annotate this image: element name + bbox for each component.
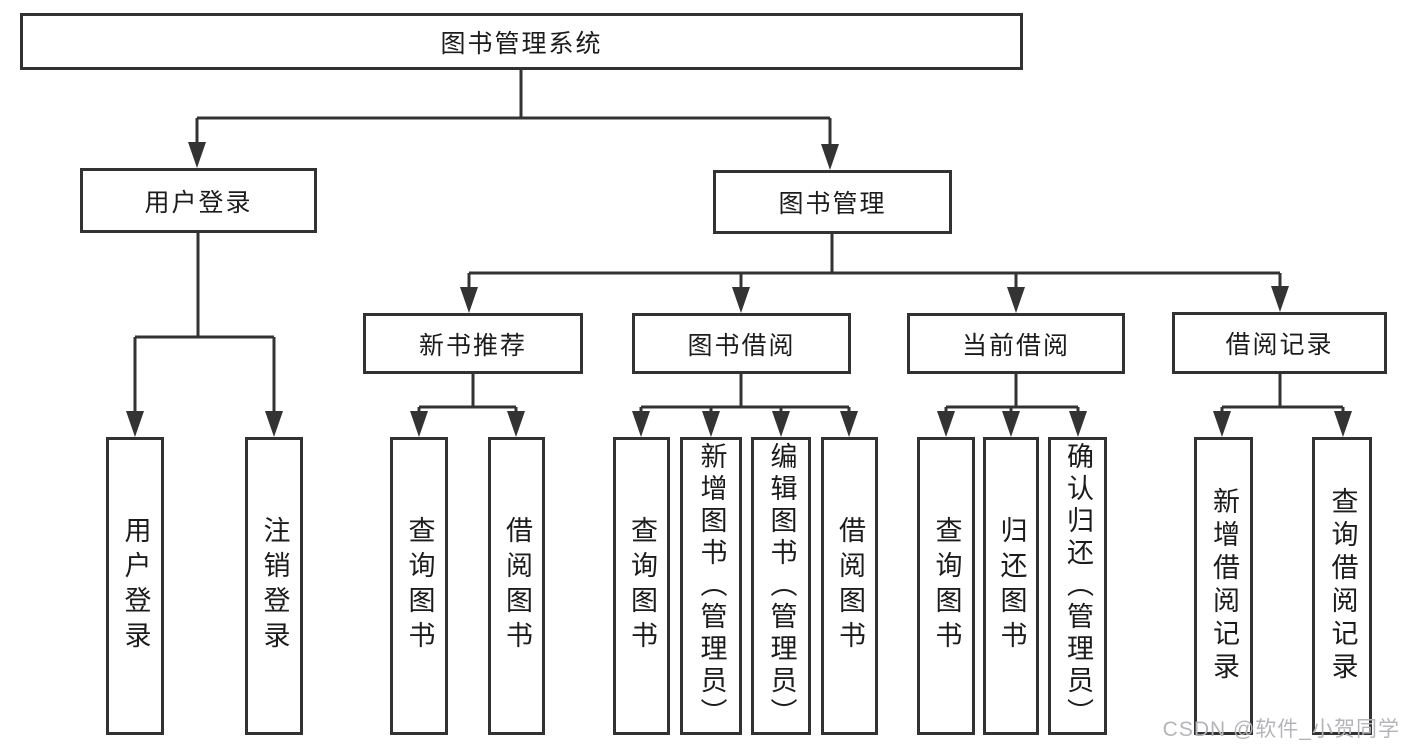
arrowheads [126, 142, 1352, 437]
node-book-management: 图书管理 [713, 170, 952, 234]
leaf-query-books-recommend: 查询图书 [390, 437, 448, 735]
leaf-confirm-return-admin: 确认归还（管理员） [1048, 437, 1107, 735]
node-library-management-system: 图书管理系统 [20, 13, 1023, 70]
node-borrow-records: 借阅记录 [1172, 312, 1387, 374]
leaf-edit-book-admin: 编辑图书（管理员） [751, 437, 811, 735]
csdn-watermark: CSDN @软件_小贺同学 [1162, 718, 1400, 741]
node-user-login: 用户登录 [80, 168, 317, 233]
leaf-borrow-books-borrow: 借阅图书 [821, 437, 878, 735]
node-book-borrow: 图书借阅 [632, 313, 851, 374]
node-new-book-recommend: 新书推荐 [363, 313, 583, 374]
leaf-add-borrow-record: 新增借阅记录 [1194, 437, 1253, 735]
leaf-add-book-admin: 新增图书（管理员） [680, 437, 742, 735]
leaf-user-login: 用户登录 [106, 437, 164, 735]
node-current-borrow: 当前借阅 [907, 313, 1125, 374]
leaf-borrow-books-recommend: 借阅图书 [488, 437, 545, 735]
leaf-query-books-borrow: 查询图书 [613, 437, 670, 735]
leaf-query-books-current: 查询图书 [917, 437, 975, 735]
leaf-return-book: 归还图书 [983, 437, 1039, 735]
leaf-query-borrow-record: 查询借阅记录 [1312, 437, 1372, 735]
leaf-logout: 注销登录 [245, 437, 303, 735]
